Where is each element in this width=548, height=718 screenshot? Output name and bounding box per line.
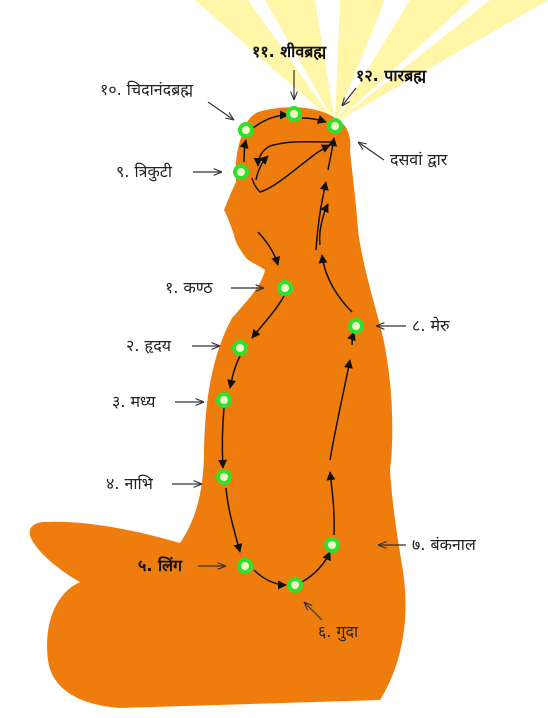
node-trikuti	[233, 164, 249, 180]
label-madhya: ३. मध्य	[112, 392, 156, 411]
node-nabhi	[216, 469, 232, 485]
label-meru: ८. मेरु	[412, 316, 450, 335]
label-trikuti: ९. त्रिकुटी	[116, 162, 172, 181]
arrow-icon	[342, 87, 357, 106]
label-kanth: १. कण्ठ	[165, 278, 213, 297]
label-parbrahm: १२. पारब्रह्म	[356, 66, 427, 85]
node-ling	[237, 558, 253, 574]
node-kanth	[277, 280, 293, 296]
node-madhya	[216, 392, 232, 408]
node-guda	[287, 577, 303, 593]
label-bankanal: ७. बंकनाल	[412, 535, 476, 554]
label-hriday: २. हृदय	[126, 336, 172, 355]
light-rays	[195, 0, 548, 123]
body-silhouette	[29, 107, 406, 708]
arrow-icon	[358, 142, 385, 161]
node-parbrahm	[327, 118, 343, 134]
arrow-icon	[207, 101, 234, 120]
node-bankanal	[324, 537, 340, 553]
label-nabhi: ४. नाभि	[106, 474, 153, 493]
label-shivbrahm: ११. शीवब्रह्म	[252, 42, 327, 61]
node-shivbrahm	[286, 106, 302, 122]
arrow-icon	[304, 602, 323, 621]
node-chidanand	[238, 122, 254, 138]
label-chidanand: १०. चिदानंदब्रह्म	[100, 80, 194, 99]
node-meru	[348, 318, 364, 334]
label-ling: ५. लिंग	[138, 556, 182, 575]
label-guda: ६. गुदा	[318, 622, 359, 641]
node-hriday	[232, 340, 248, 356]
label-dasvan: दसवां द्वार	[390, 150, 448, 169]
